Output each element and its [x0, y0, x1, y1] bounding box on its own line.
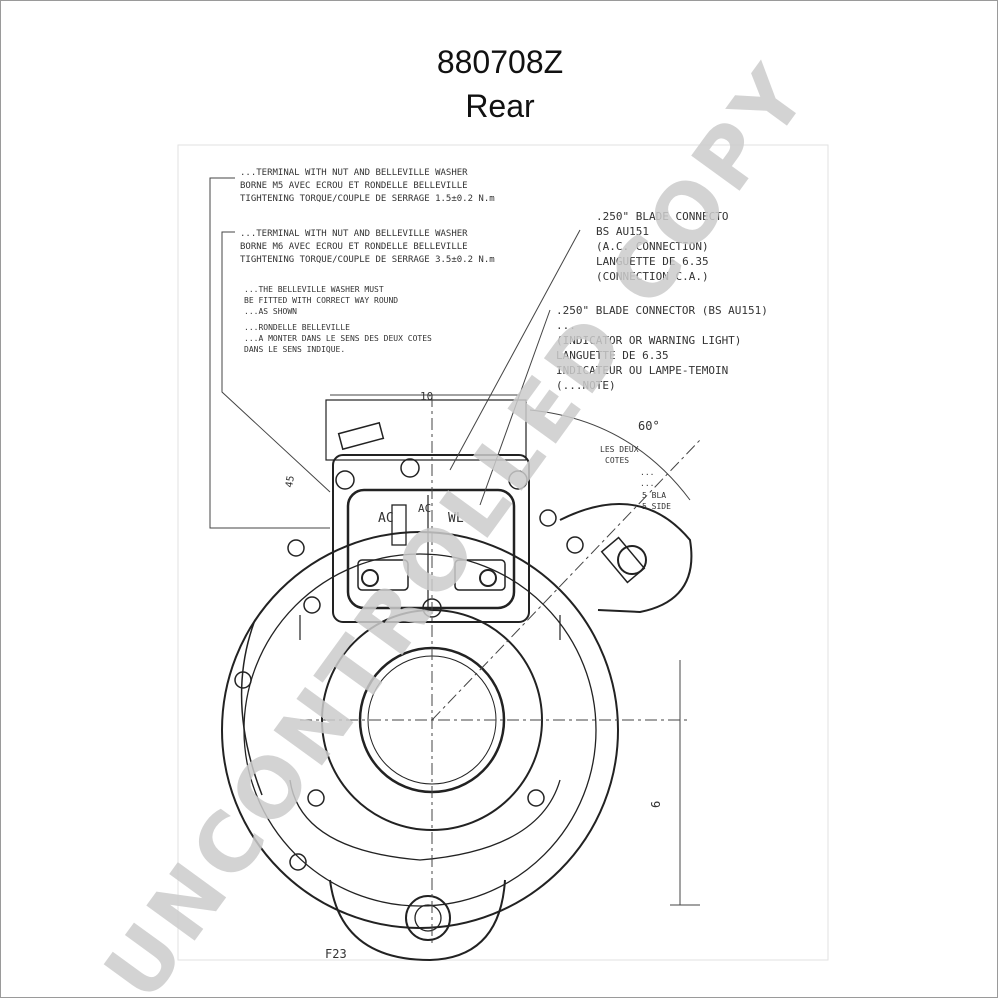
side-note-line: LES DEUX [600, 445, 639, 454]
ac-terminal-nut [361, 569, 379, 587]
note4: ...RONDELLE BELLEVILLE ...A MONTER DANS … [244, 323, 432, 354]
wl-note-line: ... [556, 319, 576, 332]
side-note-line: ... [640, 468, 654, 477]
bottom-lug [329, 879, 506, 962]
screw [400, 458, 420, 478]
screws [234, 458, 584, 871]
ac-leader [449, 229, 581, 471]
note2-line: ...TERMINAL WITH NUT AND BELLEVILLE WASH… [240, 229, 468, 239]
screw [422, 598, 442, 618]
note2-line: BORNE M6 AVEC ECROU ET RONDELLE BELLEVIL… [240, 242, 468, 252]
ac-terminal-blade [391, 504, 407, 546]
screw [289, 853, 307, 871]
right-ear-clamp [600, 536, 646, 584]
wl-note-line: INDICATEUR OU LAMPE-TEMOIN [556, 364, 728, 377]
dim-left-label: 45 [284, 475, 297, 489]
note3-line: ...AS SHOWN [244, 307, 297, 316]
view-subtitle: Rear [465, 88, 535, 124]
note3: ...THE BELLEVILLE WASHER MUST BE FITTED … [244, 285, 398, 316]
note1-line: BORNE M5 AVEC ECROU ET RONDELLE BELLEVIL… [240, 181, 468, 191]
wl-note-line: .250" BLADE CONNECTOR (BS AU151) [556, 304, 768, 317]
right-ear-hole [617, 545, 647, 575]
wl-note-line: LANGUETTE DE 6.35 [556, 349, 669, 362]
screw [539, 509, 557, 527]
side-note-line: ... [640, 479, 654, 488]
wl-connector-note: .250" BLADE CONNECTOR (BS AU151) ... (IN… [556, 304, 768, 392]
side-note-line: 5 BLA [642, 491, 666, 500]
screw [303, 596, 321, 614]
note4-line: DANS LE SENS INDIQUE. [244, 345, 345, 354]
side-note-line: COTES [605, 456, 629, 465]
terminal-wl-label: WL [448, 511, 464, 526]
regulator-box-outer [332, 454, 530, 623]
lower-contour [289, 779, 561, 861]
note1-leader [209, 177, 330, 529]
ac-connector-note: .250" BLADE CONNECTO BS AU151 (A.C. CONN… [596, 210, 728, 283]
ac-note-line: .250" BLADE CONNECTO [596, 210, 728, 223]
right-ear [559, 503, 693, 614]
bottom-lug-hole-inner [414, 904, 442, 932]
wl-note-line: (...NOTE) [556, 379, 616, 392]
regulator-box-inner [346, 488, 516, 610]
note3-line: BE FITTED WITH CORRECT WAY ROUND [244, 296, 398, 305]
ref-label: F23 [325, 947, 347, 961]
dimension-labels: 10 60° 45 6 AC AC WL F23 [284, 390, 663, 961]
radial-line [431, 439, 701, 721]
regulator-box-cover [325, 399, 527, 461]
screw [335, 470, 355, 490]
note4-line: ...RONDELLE BELLEVILLE [244, 323, 350, 332]
leader-lines [209, 177, 700, 906]
part-number-title: 880708Z [436, 44, 564, 80]
wl-terminal-base [454, 559, 506, 591]
wl-leader [479, 309, 551, 506]
scan-sheet [177, 144, 829, 961]
screw [527, 789, 545, 807]
screw [508, 470, 528, 490]
note1-line: TIGHTENING TORQUE/COUPLE DE SERRAGE 1.5±… [240, 194, 495, 204]
note3-line: ...THE BELLEVILLE WASHER MUST [244, 285, 384, 294]
ac-note-line: LANGUETTE DE 6.35 [596, 255, 709, 268]
terminal-ac2-label: AC [418, 502, 431, 515]
ac-note-line: (A.C. CONNECTION) [596, 240, 709, 253]
side-note-line: 5 SIDE [642, 502, 671, 511]
screw [234, 671, 252, 689]
ac-note-line: BS AU151 [596, 225, 649, 238]
wl-terminal-nut [479, 569, 497, 587]
alternator-outline [221, 399, 693, 962]
screw [287, 539, 305, 557]
note2-line: TIGHTENING TORQUE/COUPLE DE SERRAGE 3.5±… [240, 255, 495, 265]
note1: ...TERMINAL WITH NUT AND BELLEVILLE WASH… [240, 168, 495, 204]
note1-line: ...TERMINAL WITH NUT AND BELLEVILLE WASH… [240, 168, 468, 178]
screw [307, 789, 325, 807]
note4-line: ...A MONTER DANS LE SENS DES DEUX COTES [244, 334, 432, 343]
bottom-lug-hole-outer [405, 895, 451, 941]
dim-top-label: 10 [420, 390, 433, 403]
ac-terminal-base [357, 559, 409, 591]
dim-right-label: 6 [649, 801, 663, 808]
left-flange [240, 619, 263, 796]
angle-label: 60° [638, 419, 660, 433]
screw [566, 536, 584, 554]
ac-note-line: (CONNECTION C.A.) [596, 270, 709, 283]
top-connector [337, 421, 385, 451]
terminal-ac-label: AC [378, 511, 394, 526]
wl-note-line: (INDICATOR OR WARNING LIGHT) [556, 334, 741, 347]
angle-arc [529, 409, 691, 501]
note2: ...TERMINAL WITH NUT AND BELLEVILLE WASH… [240, 229, 495, 265]
centerlines [300, 395, 701, 945]
side-notes: LES DEUX COTES ... ... 5 BLA 5 SIDE [600, 445, 671, 511]
note2-leader [221, 231, 331, 493]
